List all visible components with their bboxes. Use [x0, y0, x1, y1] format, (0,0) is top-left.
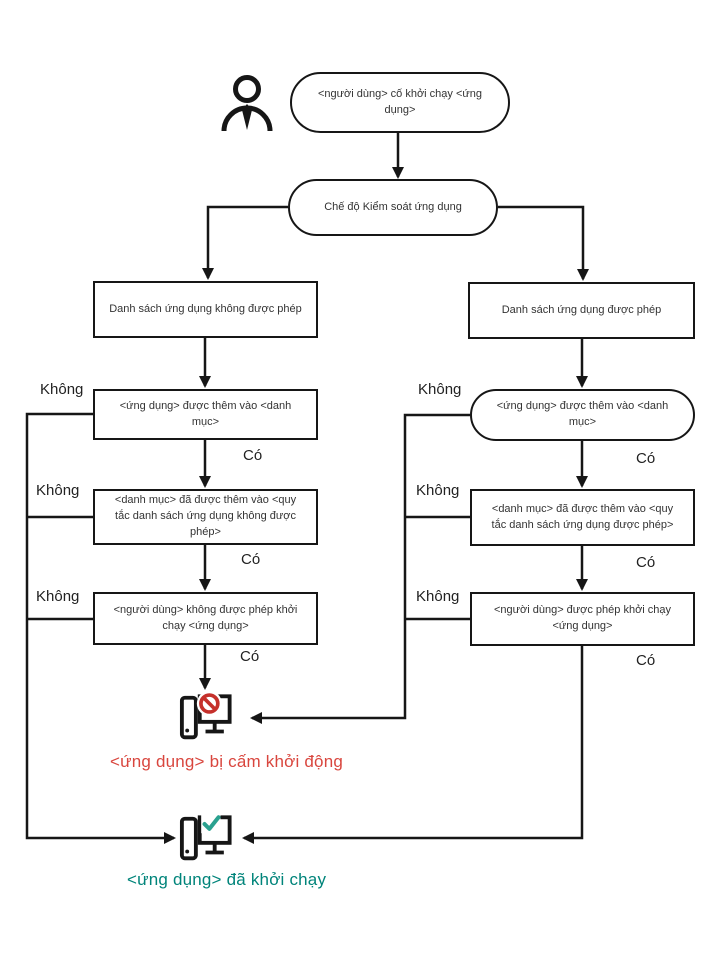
label-yes-left-3: Có: [240, 648, 260, 665]
node-deny-added: <ứng dụng> được thêm vào <danh mục>: [93, 389, 318, 440]
label-no-left-3: Không: [36, 588, 80, 605]
node-control-mode: Chế độ Kiểm soát ứng dụng: [288, 179, 498, 236]
computer-blocked-icon: [179, 691, 232, 740]
actor-tie: [242, 104, 252, 130]
node-deny-user: <người dùng> không được phép khởi chạy <…: [93, 592, 318, 645]
label-yes-right-2: Có: [636, 554, 656, 571]
result-started-text: <ứng dụng> đã khởi chạy: [127, 870, 327, 889]
pc-tower-led: [185, 728, 190, 733]
label-no-right-1: Không: [418, 381, 462, 398]
label-no-left-1: Không: [40, 381, 84, 398]
actor-head: [233, 75, 261, 103]
pc-tower: [179, 816, 198, 861]
label-yes-right-3: Có: [636, 652, 656, 669]
node-allowlist: Danh sách ứng dụng được phép: [468, 282, 695, 339]
node-start: <người dùng> cố khởi chạy <ứng dụng>: [290, 72, 510, 133]
node-deny-rule: <danh mục> đã được thêm vào <quy tắc dan…: [93, 489, 318, 545]
node-allow-rule: <danh mục> đã được thêm vào <quy tắc dan…: [470, 489, 695, 546]
pc-tower: [179, 695, 198, 740]
node-allow-added: <ứng dụng> được thêm vào <danh mục>: [470, 389, 695, 441]
edge-left-no-rail: [25, 412, 176, 844]
edge-mode-to-denylist: [202, 205, 288, 280]
edge-mode-to-allowlist: [498, 205, 589, 281]
edge-allowuser-yes-to-started: [242, 646, 584, 844]
label-yes-left-1: Có: [243, 447, 263, 464]
edge-right-no-rail: [250, 413, 470, 724]
label-no-right-3: Không: [416, 588, 460, 605]
node-allow-user: <người dùng> được phép khởi chạy <ứng dụ…: [470, 592, 695, 646]
label-no-right-2: Không: [416, 482, 460, 499]
label-no-left-2: Không: [36, 482, 80, 499]
computer-ok-icon: [179, 813, 232, 861]
prohibit-bar: [202, 696, 217, 711]
label-yes-left-2: Có: [241, 551, 261, 568]
node-denylist: Danh sách ứng dụng không được phép: [93, 281, 318, 338]
check-mark: [202, 815, 221, 831]
label-yes-right-1: Có: [636, 450, 656, 467]
result-blocked-text: <ứng dụng> bị cấm khởi động: [110, 752, 344, 771]
pc-tower-led: [185, 849, 190, 854]
user-actor-icon: [221, 75, 273, 132]
